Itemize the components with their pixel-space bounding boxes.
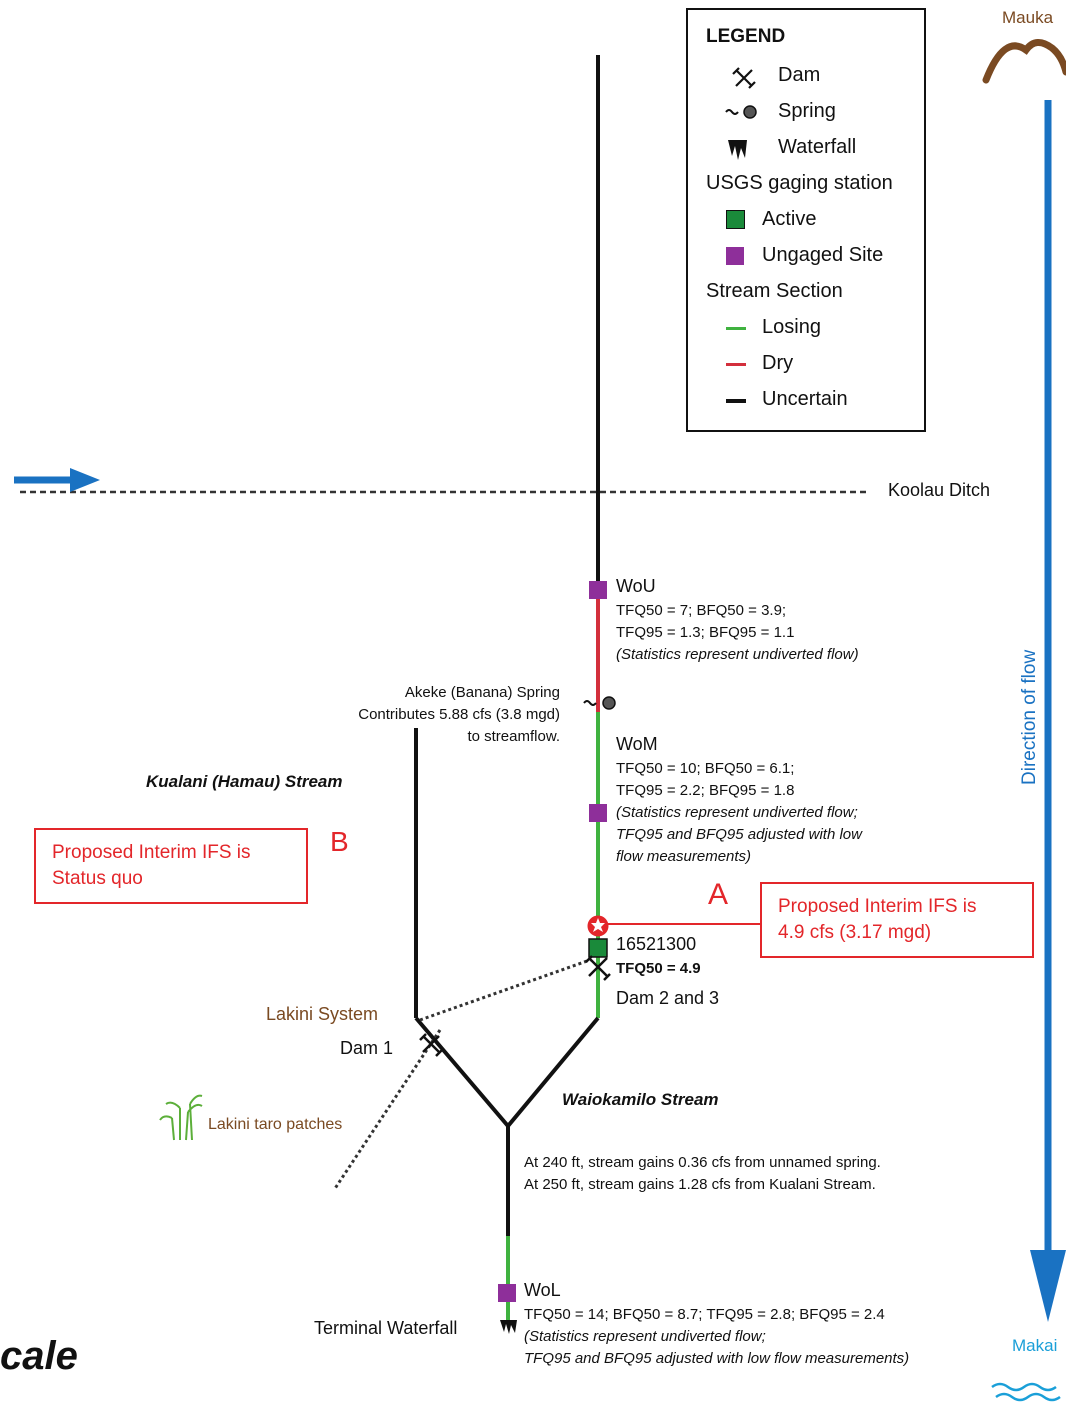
legend-losing-label: Losing [762, 316, 821, 338]
akeke-spring-icon [583, 700, 597, 706]
wou-site-marker [589, 581, 607, 599]
wol-note-1: (Statistics represent undiverted flow; [524, 1328, 766, 1345]
wom-stat-2: TFQ95 = 2.2; BFQ95 = 1.8 [616, 782, 795, 799]
dam-2-3-label: Dam 2 and 3 [616, 988, 720, 1008]
proposal-b-line-2: Status quo [52, 868, 143, 889]
lakini-taro-label: Lakini taro patches [208, 1116, 343, 1133]
wol-note-2: TFQ95 and BFQ95 adjusted with low flow m… [524, 1350, 910, 1367]
mauka-mountain-icon [982, 39, 1066, 84]
wom-site-marker [589, 804, 607, 822]
legend-box: LEGEND Dam Spring Waterfall USGS gaging … [686, 8, 926, 432]
legend-dry-label: Dry [762, 352, 794, 374]
gage-station-marker [588, 938, 608, 958]
wou-stat-2: TFQ95 = 1.3; BFQ95 = 1.1 [616, 624, 795, 641]
wou-note: (Statistics represent undiverted flow) [616, 646, 859, 663]
gage-stat: TFQ50 = 4.9 [616, 960, 701, 977]
legend-dam-label: Dam [778, 64, 821, 86]
proposal-a-box: Proposed Interim IFS is 4.9 cfs (3.17 mg… [760, 882, 1034, 958]
active-station-swatch [726, 210, 745, 229]
proposal-a-letter: A [708, 878, 729, 911]
taro-icon [159, 1094, 203, 1141]
legend-waterfall-label: Waterfall [778, 136, 857, 158]
lakini-ditch-line [419, 958, 591, 1022]
spring-dot [602, 696, 616, 710]
dam-2-3-icon [585, 955, 611, 981]
proposal-a-line-2: 4.9 cfs (3.17 mgd) [778, 922, 932, 943]
dam-1-icon [419, 1033, 443, 1057]
ungaged-site-swatch [726, 247, 744, 265]
legend-spring-label: Spring [778, 100, 836, 122]
wom-stat-1: TFQ50 = 10; BFQ50 = 6.1; [616, 760, 795, 777]
waiokamilo-gain-2: At 250 ft, stream gains 1.28 cfs from Ku… [524, 1176, 876, 1193]
wol-site-marker [498, 1284, 516, 1302]
mauka-label: Mauka [1002, 8, 1054, 27]
losing-swatch [726, 327, 746, 330]
lakini-taro-ditch [332, 1029, 442, 1191]
koolau-ditch-label: Koolau Ditch [888, 480, 991, 500]
wou-stat-1: TFQ50 = 7; BFQ50 = 3.9; [616, 602, 787, 619]
wom-note-1: (Statistics represent undiverted flow; [616, 804, 858, 821]
dry-swatch [726, 363, 746, 366]
proposal-a-line-1: Proposed Interim IFS is [778, 896, 977, 917]
legend-gaging-header: USGS gaging station [706, 172, 893, 194]
makai-waves-icon [991, 1382, 1061, 1402]
wou-name: WoU [616, 576, 656, 596]
lakini-system-label: Lakini System [266, 1004, 379, 1024]
proposal-b-box: Proposed Interim IFS is Status quo [34, 828, 308, 904]
spring-line-2: Contributes 5.88 cfs (3.8 mgd) [358, 706, 560, 723]
terminal-waterfall-icon [500, 1320, 517, 1334]
ditch-inflow-arrowhead [70, 468, 100, 492]
makai-label: Makai [1012, 1336, 1058, 1355]
legend-active-label: Active [762, 208, 817, 230]
wom-name: WoM [616, 734, 658, 754]
legend-title: LEGEND [706, 26, 786, 47]
scale-label-fragment: cale [0, 1334, 78, 1378]
spring-icon [725, 105, 757, 119]
star-shape [591, 918, 605, 932]
legend-uncertain-label: Uncertain [762, 388, 848, 410]
terminal-waterfall-label: Terminal Waterfall [314, 1318, 458, 1338]
legend-ungaged-label: Ungaged Site [762, 244, 884, 266]
wol-stat: TFQ50 = 14; BFQ50 = 8.7; TFQ95 = 2.8; BF… [524, 1306, 885, 1323]
dam-icon [732, 67, 756, 89]
dam-1-label: Dam 1 [340, 1038, 394, 1058]
proposal-b-letter: B [330, 826, 349, 857]
direction-of-flow-text: Direction of flow [1019, 649, 1040, 785]
wom-note-3: flow measurements) [616, 848, 752, 865]
wol-name: WoL [524, 1280, 561, 1300]
waterfall-icon [728, 140, 747, 160]
wom-note-2: TFQ95 and BFQ95 adjusted with low [616, 826, 862, 843]
proposal-b-line-1: Proposed Interim IFS is [52, 842, 251, 863]
gage-id: 16521300 [616, 934, 697, 954]
waiokamilo-gain-1: At 240 ft, stream gains 0.36 cfs from un… [524, 1154, 881, 1171]
legend-section-header: Stream Section [706, 280, 843, 302]
kualani-stream-label: Kualani (Hamau) Stream [146, 772, 343, 791]
spring-line-1: Akeke (Banana) Spring [404, 684, 560, 701]
flow-direction-arrowhead [1030, 1250, 1066, 1322]
waiokamilo-stream-label: Waiokamilo Stream [562, 1090, 719, 1109]
uncertain-swatch [726, 399, 746, 403]
spring-line-3: to streamflow. [467, 728, 560, 745]
